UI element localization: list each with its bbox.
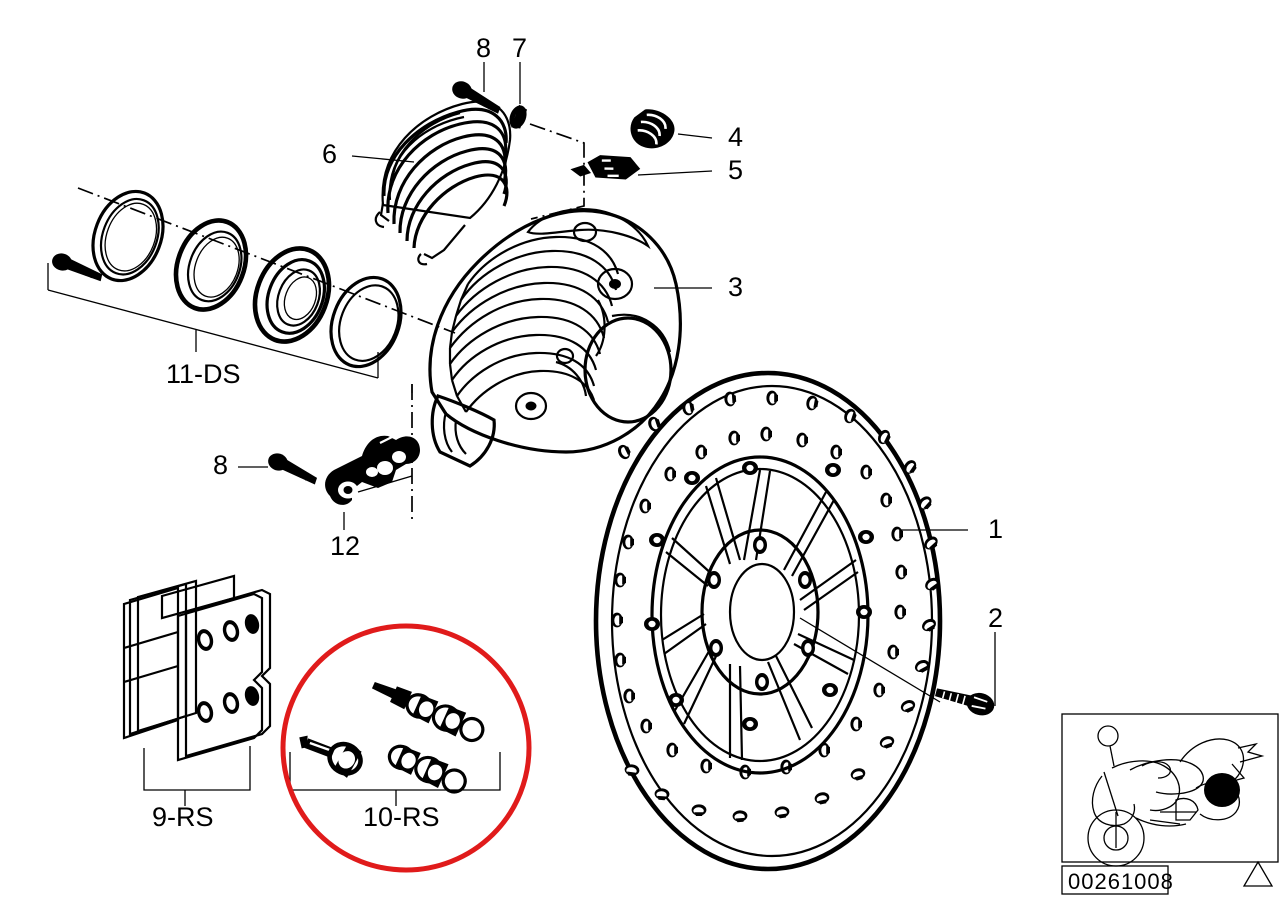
seal-ring-3 <box>252 246 332 344</box>
callout-label-8-left: 8 <box>213 450 229 480</box>
vehicle-thumbnail <box>1061 713 1279 895</box>
bleed-valve <box>570 155 641 180</box>
callout-label-3: 3 <box>728 272 744 302</box>
callout-label-12: 12 <box>330 531 361 561</box>
callout-label-5: 5 <box>728 155 744 185</box>
motorcycle-silhouette-icon <box>1087 725 1265 867</box>
callout-label-6: 6 <box>322 139 338 169</box>
thumbnail-part-number: 00261008 <box>1068 869 1174 894</box>
callout-leaders <box>238 62 996 706</box>
bracket-bolt <box>264 450 322 486</box>
highlight-ellipse <box>280 623 532 873</box>
piston-seal-group <box>47 179 456 379</box>
callout-label-4: 4 <box>728 122 744 152</box>
brake-disc <box>593 370 943 872</box>
group-label-9-rs: 9-RS <box>152 802 214 832</box>
group-label-10-rs: 10-RS <box>363 802 440 832</box>
callout-label-1: 1 <box>988 514 1004 544</box>
caliper-bracket <box>264 435 420 505</box>
brake-caliper <box>411 208 682 524</box>
hub-spokes <box>661 469 859 761</box>
seal-ring-2 <box>173 218 249 312</box>
seal-ring-4 <box>329 275 403 369</box>
disc-bolt <box>934 688 995 716</box>
retaining-pin-set <box>289 681 501 806</box>
brake-pad-set <box>122 574 272 806</box>
callout-label-7: 7 <box>512 33 528 63</box>
cover-washer <box>509 104 528 129</box>
callout-label-2: 2 <box>988 603 1004 633</box>
callout-label-8-top: 8 <box>476 33 492 63</box>
group-label-11-ds: 11-DS <box>166 359 241 389</box>
warning-triangle-icon <box>1242 860 1274 887</box>
bleed-valve-cap <box>630 109 675 149</box>
caliper-cover <box>374 100 512 266</box>
